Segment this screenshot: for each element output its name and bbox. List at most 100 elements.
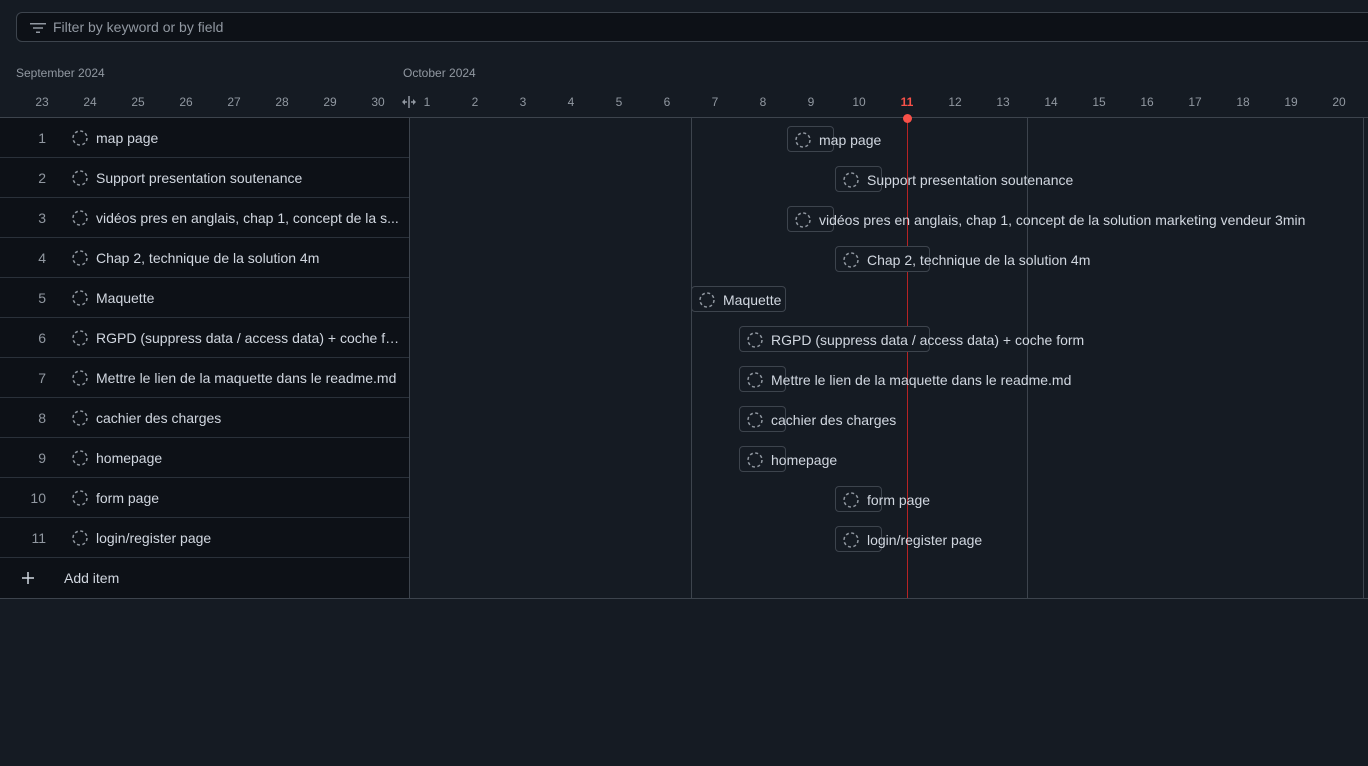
row-number: 5 [38,290,46,306]
timeline-bar[interactable] [739,326,930,352]
timeline-bar[interactable] [787,126,834,152]
dashed-circle-icon [843,532,859,548]
filter-icon [30,22,46,34]
day-label: 4 [567,95,575,109]
day-label-today: 11 [900,95,914,109]
dashed-circle-icon [699,292,715,308]
table-row[interactable]: 3 vidéos pres en anglais, chap 1, concep… [0,198,409,238]
day-label: 14 [1044,95,1058,109]
item-title-link[interactable]: RGPD (suppress data / access data) + coc… [96,330,400,346]
day-label: 6 [663,95,671,109]
timeline-panel [410,118,1368,598]
day-label: 13 [996,95,1010,109]
dashed-circle-icon [843,252,859,268]
day-label: 2 [0,95,10,109]
timeline-bar-label[interactable]: homepage [771,452,838,468]
dashed-circle-icon [72,410,88,426]
item-title-link[interactable]: Support presentation soutenance [96,170,303,186]
timeline-bar[interactable] [787,206,834,232]
day-label: 8 [759,95,767,109]
dashed-circle-icon [72,250,88,266]
dashed-circle-icon [72,290,88,306]
dashed-circle-icon [747,332,763,348]
day-label: 10 [852,95,866,109]
day-label: 23 [35,95,49,109]
dashed-circle-icon [72,490,88,506]
timeline-bar-label[interactable]: Maquette [723,292,782,308]
table-row[interactable]: 5 Maquette [0,278,409,318]
timeline-bar[interactable] [739,366,786,392]
today-marker-line [907,118,908,598]
timeline-bar[interactable] [835,246,930,272]
filter-input[interactable] [53,13,1353,41]
table-row[interactable]: 1 map page [0,118,409,158]
row-number: 3 [38,210,46,226]
week-separator [1027,118,1028,598]
table-panel [0,118,409,598]
day-label: 12 [948,95,962,109]
timeline-bar-label[interactable]: Support presentation soutenance [867,172,1074,188]
timeline-bar-label[interactable]: cachier des charges [771,412,897,428]
timeline-bar-label[interactable]: RGPD (suppress data / access data) + coc… [771,332,1085,348]
item-title-link[interactable]: homepage [96,450,163,466]
timeline-bar[interactable] [739,446,786,472]
dashed-circle-icon [72,450,88,466]
item-title-link[interactable]: form page [96,490,160,506]
table-row[interactable]: 10 form page [0,478,409,518]
day-label: 5 [615,95,623,109]
table-row[interactable]: 6 RGPD (suppress data / access data) + c… [0,318,409,358]
timeline-bar-label[interactable]: login/register page [867,532,983,548]
item-title-link[interactable]: Maquette [96,290,155,306]
day-label: 7 [711,95,719,109]
table-row[interactable]: 2 Support presentation soutenance [0,158,409,198]
plus-icon [20,570,36,586]
day-label: 30 [371,95,385,109]
table-row[interactable]: 8 cachier des charges [0,398,409,438]
item-title-link[interactable]: map page [96,130,159,146]
timeline-bar-label[interactable]: vidéos pres en anglais, chap 1, concept … [819,212,1306,228]
day-label: 1 [423,95,431,109]
day-label: 2 [471,95,479,109]
item-title-link[interactable]: vidéos pres en anglais, chap 1, concept … [96,210,399,226]
day-label: 18 [1236,95,1250,109]
row-number: 4 [38,250,46,266]
item-title-link[interactable]: Mettre le lien de la maquette dans le re… [96,370,397,386]
dashed-circle-icon [747,372,763,388]
item-title-link[interactable]: Chap 2, technique de la solution 4m [96,250,320,266]
day-label: 16 [1140,95,1154,109]
row-number: 6 [38,330,46,346]
item-title-link[interactable]: login/register page [96,530,212,546]
timeline-bar-label[interactable]: Chap 2, technique de la solution 4m [867,252,1091,268]
row-number: 8 [38,410,46,426]
timeline-bar-label[interactable]: Mettre le lien de la maquette dans le re… [771,372,1072,388]
week-separator [691,118,692,598]
timeline-bar[interactable] [835,486,882,512]
dashed-circle-icon [795,132,811,148]
dashed-circle-icon [72,170,88,186]
table-divider[interactable] [409,118,410,598]
dashed-circle-icon [72,210,88,226]
table-row[interactable]: 9 homepage [0,438,409,478]
row-number: 1 [38,130,46,146]
timeline-bar[interactable] [739,406,786,432]
dashed-circle-icon [795,212,811,228]
day-label: 19 [1284,95,1298,109]
item-title-link[interactable]: cachier des charges [96,410,222,426]
dashed-circle-icon [72,530,88,546]
day-label: 9 [807,95,815,109]
dashed-circle-icon [843,172,859,188]
today-marker-dot [903,114,912,123]
add-item-button[interactable]: Add item [0,558,409,598]
timeline-bar-label[interactable]: form page [867,492,931,508]
timeline-bar[interactable] [691,286,786,312]
table-row[interactable]: 4 Chap 2, technique de la solution 4m [0,238,409,278]
timeline-bar[interactable] [835,166,882,192]
table-row[interactable]: 7 Mettre le lien de la maquette dans le … [0,358,409,398]
dashed-circle-icon [72,130,88,146]
filter-bar[interactable] [16,12,1368,42]
resize-handle-icon[interactable] [401,96,417,108]
timeline-bar[interactable] [835,526,882,552]
timeline-bar-label[interactable]: map page [819,132,882,148]
table-row[interactable]: 11 login/register page [0,518,409,558]
month-label-september: September 2024 [16,66,105,80]
